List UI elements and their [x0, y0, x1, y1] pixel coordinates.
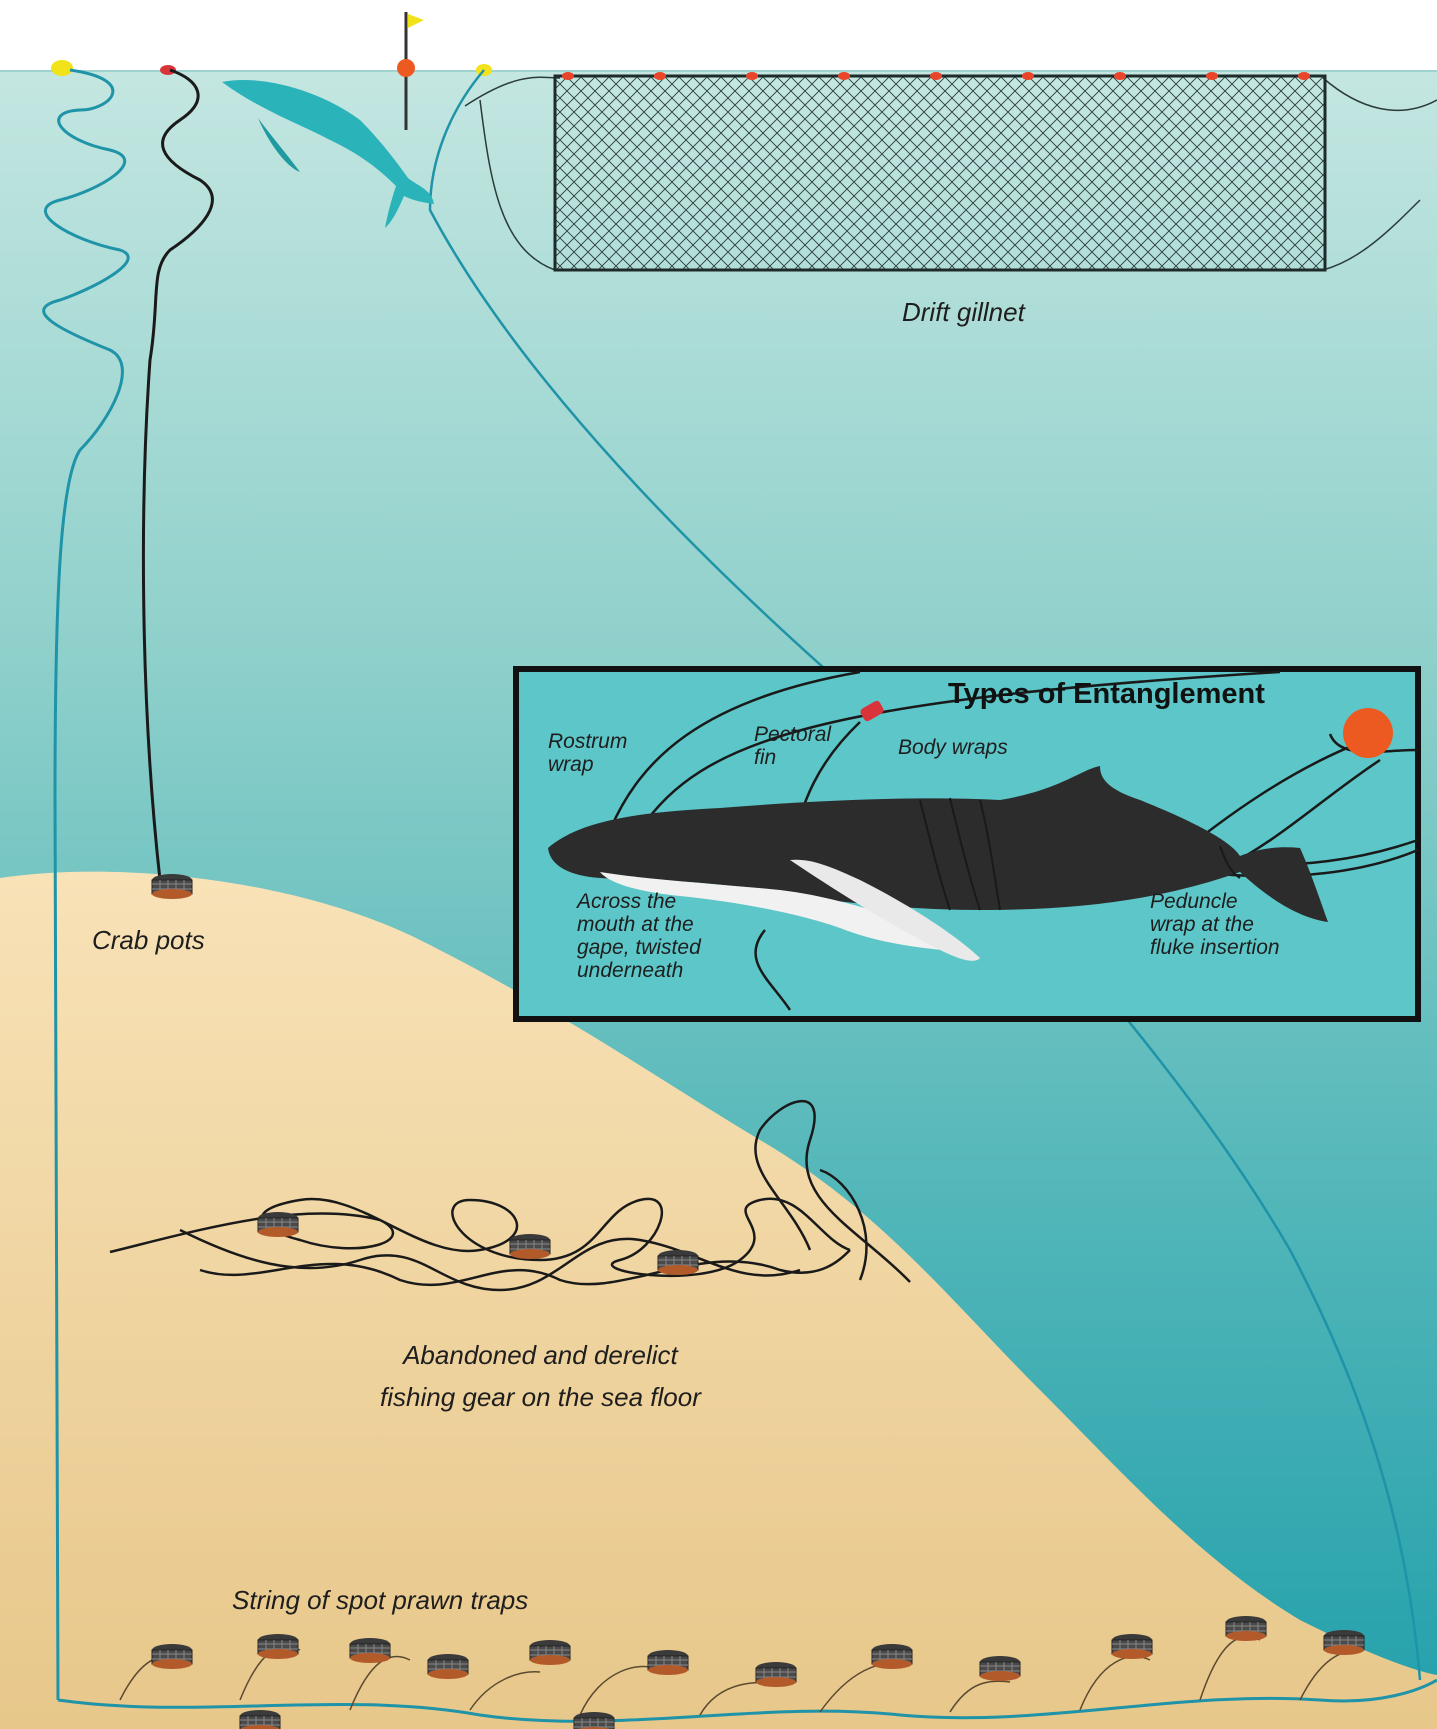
label-abandoned-gear: Abandoned and derelict fishing gear on t…	[380, 1335, 701, 1418]
sky	[0, 0, 1437, 72]
inset-label-pectoral-fin: Pectoral fin	[754, 723, 831, 769]
derelict-trap-2	[510, 1234, 550, 1259]
inset-label-body-wraps: Body wraps	[898, 736, 1008, 759]
label-prawn-traps: String of spot prawn traps	[232, 1586, 528, 1615]
inset-title: Types of Entanglement	[948, 678, 1265, 711]
drift-gillnet	[465, 72, 1437, 270]
inset-label-mouth-gape: Across the mouth at the gape, twisted un…	[577, 890, 701, 982]
inset-orange-buoy	[1343, 708, 1393, 758]
inset-label-rostrum-wrap: Rostrum wrap	[548, 730, 627, 776]
buoy-yellow-left	[51, 60, 73, 76]
inset-label-peduncle-wrap: Peduncle wrap at the fluke insertion	[1150, 890, 1280, 959]
label-crab-pots: Crab pots	[92, 926, 205, 955]
crab-pot	[152, 874, 192, 899]
derelict-trap-3	[658, 1250, 698, 1275]
label-drift-gillnet: Drift gillnet	[902, 298, 1025, 327]
derelict-trap-1	[258, 1212, 298, 1237]
